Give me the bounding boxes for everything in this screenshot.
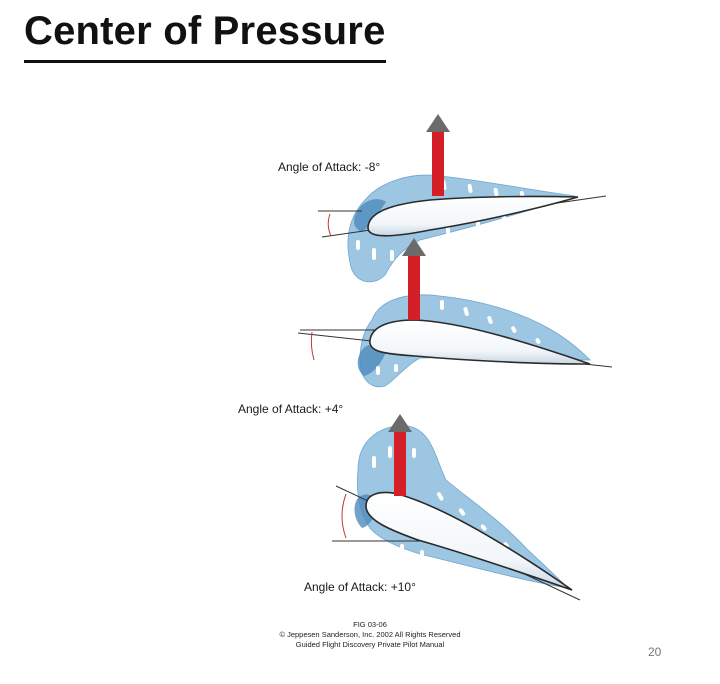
source-line: Guided Flight Discovery Private Pilot Ma…: [295, 640, 445, 649]
angle-arc-1: [327, 213, 332, 237]
angle-arc-3: [341, 493, 347, 539]
lift-arrow-2: [408, 254, 420, 320]
pressure-dashes-3: [372, 446, 509, 557]
airfoil-group-3: [332, 414, 581, 601]
pressure-dark-1: [353, 199, 386, 232]
figure-id: FIG 03-06: [353, 620, 387, 629]
copyright-line: © Jeppesen Sanderson, Inc. 2002 All Righ…: [279, 630, 461, 639]
page-number: 20: [648, 645, 662, 659]
lift-arrow-1: [432, 130, 444, 196]
pressure-field-3: [356, 425, 570, 589]
airfoil-1: [367, 195, 579, 237]
pressure-dark-2: [357, 344, 386, 376]
lift-arrow-head-1: [426, 114, 450, 132]
lift-arrow-head-2: [402, 238, 426, 256]
lift-arrow-3: [394, 430, 406, 496]
slide-title: Center of Pressure: [24, 2, 386, 63]
airfoil-group-2: [297, 238, 613, 388]
aoa-label-1: Angle of Attack: -8°: [278, 160, 381, 174]
angle-arc-2: [310, 331, 315, 361]
pressure-dashes-1: [356, 180, 525, 261]
pressure-dashes-2: [376, 300, 541, 375]
airfoil-2: [369, 319, 591, 365]
aoa-label-3: Angle of Attack: +10°: [304, 580, 416, 594]
airfoil-group-1: [318, 114, 607, 283]
aoa-label-2: Angle of Attack: +4°: [238, 402, 344, 416]
figure-credits: FIG 03-06 © Jeppesen Sanderson, Inc. 200…: [240, 620, 500, 650]
lift-arrow-head-3: [388, 414, 412, 432]
